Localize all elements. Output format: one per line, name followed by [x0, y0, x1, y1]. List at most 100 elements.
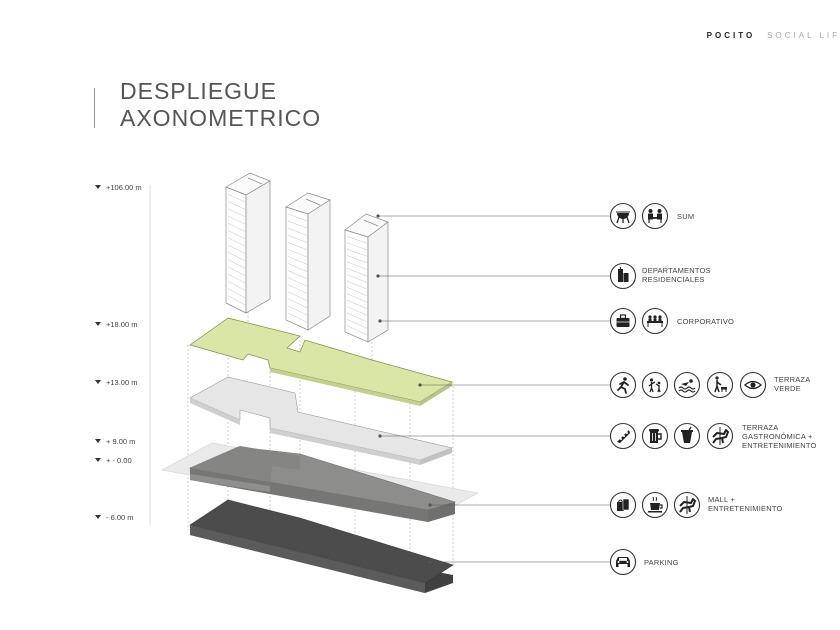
tower-floor-line	[227, 208, 247, 218]
tower-floor-line	[227, 266, 247, 277]
legend-label: GASTRONÓMICA +	[742, 432, 813, 441]
tower-floor-line	[227, 288, 247, 299]
legend-label: VERDE	[774, 384, 801, 393]
bbq-grill-icon	[609, 202, 637, 230]
tower-floor-line	[346, 287, 369, 297]
tower-floor-line	[287, 263, 309, 273]
tower-floor-line	[287, 220, 309, 229]
tower-floor-line	[346, 242, 369, 251]
tower-floor-line	[287, 227, 309, 236]
swimming-icon	[673, 371, 701, 399]
tower-2	[285, 192, 331, 331]
level-label: - 6.00 m	[106, 513, 134, 522]
tower-floor-lines	[227, 194, 369, 336]
tower-floor-line	[346, 319, 369, 330]
tower-floor-line	[227, 230, 247, 240]
tower-floor-line	[227, 281, 247, 292]
tower-floor-line	[346, 299, 369, 310]
eye-icon	[739, 371, 767, 399]
people-meeting-icon	[641, 202, 669, 230]
tower-floor-line	[346, 293, 369, 303]
carousel-horse-icon	[673, 491, 701, 519]
legend-label: DEPARTAMENTOS	[642, 266, 711, 275]
legend-label: ENTRETENIMIENTO	[708, 504, 783, 513]
tower-floor-line	[227, 244, 247, 255]
tower-floor-line	[346, 274, 369, 284]
tower-floor-line	[227, 273, 247, 284]
tower-floor-line	[227, 201, 247, 210]
dog-walking-icon	[706, 371, 734, 399]
tower-floor-line	[287, 249, 309, 258]
tower-floor-line	[287, 277, 309, 287]
legend-label: CORPORATIVO	[677, 317, 734, 326]
coffee-cup-icon	[641, 491, 669, 519]
tower-floor-line	[346, 248, 369, 257]
legend-row-mall: MALL + ENTRETENIMIENTO	[609, 491, 783, 519]
tower-floor-line	[287, 298, 309, 309]
tower-floor-line	[287, 213, 309, 222]
level-label: +18.00 m	[106, 320, 137, 329]
brand-tagline: SOCIAL LIF	[767, 31, 840, 40]
legend-label: MALL +	[708, 495, 735, 504]
tower-floor-line	[287, 312, 309, 323]
pizza-icon	[609, 422, 637, 450]
level-marker: + - 0.00	[95, 456, 132, 465]
tower-floor-line	[346, 325, 369, 336]
mall-slab	[188, 446, 457, 522]
tower-floor-line	[227, 252, 247, 262]
shopping-bags-icon	[609, 491, 637, 519]
tower-floor-line	[227, 259, 247, 269]
legend-label: TERRAZA	[774, 375, 810, 384]
tower-3	[344, 213, 389, 343]
tower-floor-line	[346, 306, 369, 316]
level-label: + 9.00 m	[106, 437, 135, 446]
tower-floor-line	[287, 270, 309, 280]
meeting-room-icon	[641, 307, 669, 335]
tower-1	[225, 172, 271, 314]
tower-floor-line	[287, 284, 309, 294]
parking-slab	[189, 499, 454, 593]
level-marker: + 9.00 m	[95, 437, 135, 446]
legend-label: TERRAZA	[742, 423, 778, 432]
legend-row-parking: PARKING	[609, 548, 679, 576]
tower-floor-line	[346, 261, 369, 271]
tower-floor-line	[346, 312, 369, 323]
title-line-2: AXONOMETRICO	[120, 105, 322, 131]
drink-cup-icon	[673, 422, 701, 450]
carousel-horse-icon	[706, 422, 734, 450]
legend-row-terraza-verde: TERRAZA VERDE	[609, 371, 810, 399]
buildings-icon	[609, 262, 637, 290]
level-scale: +106.00 m +18.00 m +13.00 m + 9.00 m + -…	[95, 183, 151, 525]
level-label: +106.00 m	[106, 183, 142, 192]
legend-label: RESIDENCIALES	[642, 275, 705, 284]
beer-mug-icon	[641, 422, 669, 450]
level-marker: +18.00 m	[95, 320, 137, 329]
title-divider	[94, 88, 95, 128]
tower-floor-line	[227, 194, 247, 203]
legend-row-sum: SUM	[609, 202, 694, 230]
legend-label: PARKING	[644, 558, 679, 567]
level-marker: +106.00 m	[95, 183, 142, 192]
brand-header: POCITO SOCIAL LIF	[707, 31, 840, 40]
level-label: +13.00 m	[106, 378, 137, 387]
title-line-1: DESPLIEGUE	[120, 78, 277, 104]
residential-towers	[225, 172, 389, 343]
tower-floor-line	[346, 236, 369, 244]
kids-playing-icon	[641, 371, 669, 399]
legend-row-departamentos: DEPARTAMENTOS RESIDENCIALES	[609, 262, 711, 290]
tower-floor-line	[346, 280, 369, 290]
level-marker: - 6.00 m	[95, 513, 134, 522]
page-title: DESPLIEGUE AXONOMETRICO	[120, 78, 321, 132]
legend-row-corporativo: CORPORATIVO	[609, 307, 734, 335]
brand-name: POCITO	[706, 31, 756, 40]
tower-floor-line	[287, 256, 309, 265]
level-marker: +13.00 m	[95, 378, 137, 387]
tower-floor-line	[227, 215, 247, 225]
tower-floor-line	[346, 255, 369, 264]
tower-floor-line	[346, 268, 369, 277]
tower-floor-line	[287, 242, 309, 251]
tower-floor-line	[287, 235, 309, 244]
tower-floor-line	[227, 223, 247, 233]
tower-floor-line	[227, 295, 247, 306]
